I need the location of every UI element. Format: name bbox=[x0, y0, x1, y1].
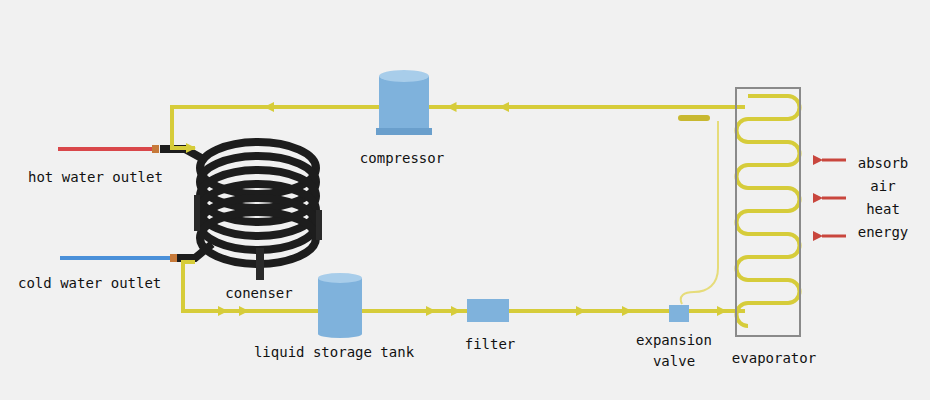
heat-label: absorb air heat energy bbox=[850, 152, 916, 244]
capillary-tube bbox=[681, 121, 718, 304]
sensing-bulb bbox=[678, 115, 710, 121]
condenser-node: conenser bbox=[195, 125, 323, 306]
filter-node: filter bbox=[460, 296, 520, 357]
condenser-coil bbox=[200, 142, 316, 264]
component-label: expansion valve bbox=[634, 330, 714, 372]
valve-body bbox=[669, 305, 689, 322]
refrigerant-line bbox=[448, 105, 727, 109]
cold-water-pipe bbox=[60, 256, 172, 260]
filter-body bbox=[467, 299, 509, 322]
component-label: liquid storage tank bbox=[254, 342, 414, 363]
compressor-node: compressor bbox=[357, 66, 448, 171]
refrigerant-line bbox=[420, 309, 460, 313]
water-outlet-label: cold water outlet bbox=[18, 273, 161, 294]
component-label: conenser bbox=[225, 283, 292, 304]
refrigerant-line bbox=[717, 309, 726, 313]
hot-water-pipe bbox=[58, 147, 156, 151]
water-outlet-label: hot water outlet bbox=[28, 167, 163, 188]
evaporator-outline bbox=[735, 87, 801, 337]
water-fitting bbox=[152, 145, 212, 262]
component-label: filter bbox=[465, 334, 516, 355]
refrigerant-line bbox=[520, 309, 631, 313]
expansion-valve-node: expansion valve bbox=[631, 302, 717, 374]
storage-tank-node: liquid storage tank bbox=[248, 268, 420, 365]
refrigerant-line bbox=[172, 107, 357, 148]
component-label: compressor bbox=[360, 148, 444, 169]
flow-arrow bbox=[218, 102, 586, 316]
compressor-cylinder bbox=[376, 70, 432, 135]
refrigerant-pipe bbox=[183, 262, 745, 311]
evaporator-node: evaporator bbox=[726, 84, 822, 371]
heat-arrow bbox=[822, 160, 846, 236]
evaporator-coil bbox=[737, 96, 800, 326]
condenser-bracket bbox=[194, 195, 322, 280]
tank-cylinder bbox=[318, 273, 362, 338]
component-label: evaporator bbox=[732, 348, 816, 369]
